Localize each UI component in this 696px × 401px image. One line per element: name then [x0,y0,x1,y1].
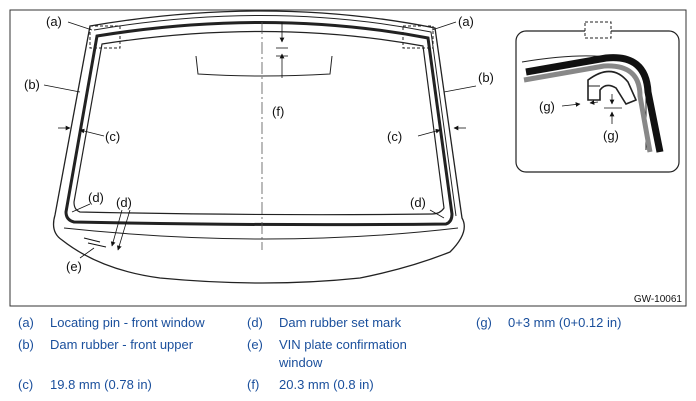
label-e: (e) [66,259,82,274]
label-c-right: (c) [387,129,402,144]
label-a-right: (a) [458,14,474,29]
mirror-mount-area [195,55,333,77]
label-c-left: (c) [105,129,120,144]
label-d-left-2: (d) [116,195,132,210]
locating-pin-box-right [402,25,434,49]
label-g-left: (g) [539,99,555,114]
windshield-outline [52,10,465,284]
detail-pin-bracket [587,70,638,105]
label-f: (f) [272,104,284,119]
windshield-edge-line [93,14,457,217]
locating-pin-box-left [89,25,121,49]
lower-band-line [63,227,459,240]
windshield-diagram: (a) (a) (b) (b) (c) (c) (f) (d) (d) (d) … [9,9,687,307]
detail-locator-box [584,21,612,39]
dam-rubber-inner [73,30,445,216]
legend: (a) Locating pin - front window (b) Dam … [18,315,622,392]
label-b-right: (b) [478,70,494,85]
vin-window-mark-2 [87,242,107,248]
dam-rubber [64,20,454,227]
detail-dam-rubber-grey [523,63,653,153]
vin-window-mark [83,237,101,243]
figure-id: GW-10061 [634,294,683,305]
label-a-left: (a) [46,14,62,29]
label-d-left-1: (d) [88,190,104,205]
diagram-frame [9,9,687,307]
label-g-bottom: (g) [603,128,619,143]
label-d-right: (d) [410,195,426,210]
label-b-left: (b) [24,77,40,92]
detail-dam-rubber-black [525,54,664,153]
